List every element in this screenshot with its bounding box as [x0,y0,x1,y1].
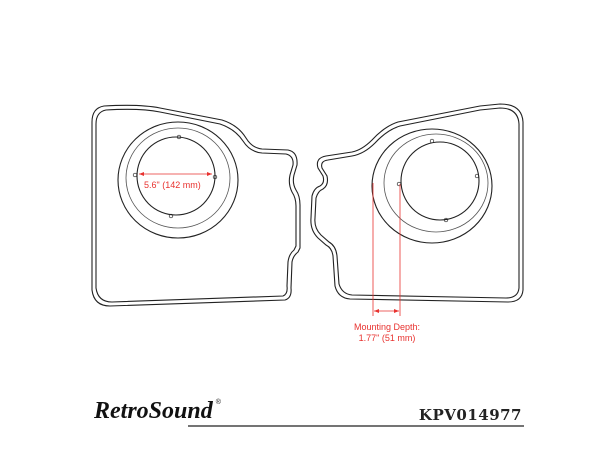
mounting-depth-label: Mounting Depth: [354,322,420,332]
left-diameter-dimension [139,172,212,176]
right-speaker-mid-ring [383,133,489,233]
logo-text: RetroSound [93,398,214,424]
retrosound-logo: RetroSound ® [93,398,222,424]
left-speaker-mid-ring [125,127,231,229]
mount-hole [212,174,218,180]
left-speaker-opening [136,136,216,216]
left-panel-outline-inner [95,108,297,303]
diameter-label: 5.6" (142 mm) [144,180,201,190]
mounting-depth-dimension [372,183,401,316]
mount-hole [176,134,182,140]
right-speaker-outer-ring [371,128,493,244]
right-kick-panel [310,103,524,303]
mount-hole [396,181,402,187]
right-panel-outline-outer [310,103,524,303]
part-number: KPV014977 [419,406,522,424]
left-panel-outline-outer [91,104,301,307]
left-speaker-outer-ring [117,121,239,239]
mount-hole [132,172,138,178]
mount-hole [429,138,435,144]
right-panel-outline-inner [314,107,520,299]
mount-hole [443,217,449,223]
registered-mark: ® [216,398,222,406]
mount-hole [474,173,480,179]
right-speaker-opening [400,141,480,221]
mounting-depth-value: 1.77" (51 mm) [359,333,416,343]
mount-hole [168,213,174,219]
left-kick-panel [91,104,301,307]
